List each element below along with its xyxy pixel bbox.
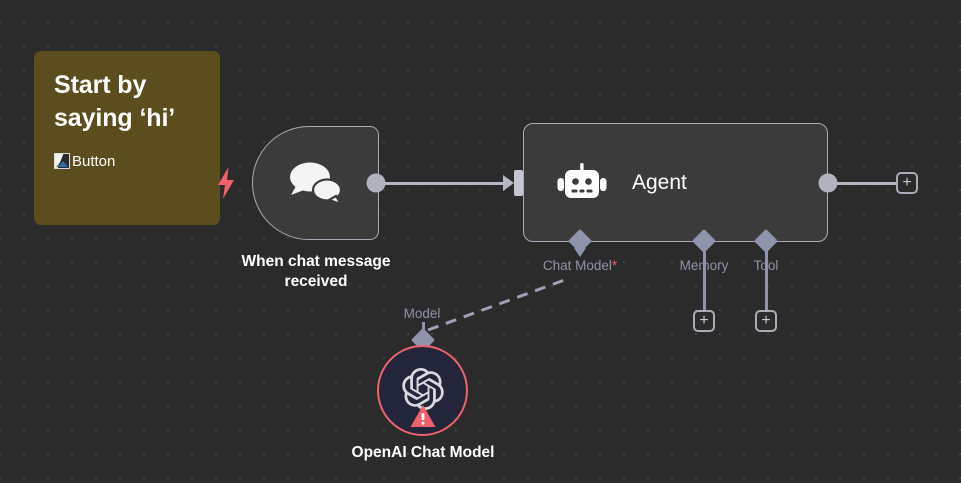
broken-image-icon bbox=[54, 153, 70, 169]
add-node-button-tool[interactable]: + bbox=[755, 310, 777, 332]
chat-bubbles-icon bbox=[286, 160, 346, 207]
agent-sub-connector-chat-model-tip bbox=[574, 248, 586, 257]
agent-output-port[interactable] bbox=[818, 173, 838, 193]
agent-sub-label-chat-model: Chat Model* bbox=[542, 258, 618, 273]
add-node-button-memory[interactable]: + bbox=[693, 310, 715, 332]
node-caption-openai-chat-model: OpenAI Chat Model bbox=[351, 444, 495, 461]
node-openai-chat-model[interactable] bbox=[377, 345, 468, 436]
sticky-note-body: Button bbox=[54, 153, 202, 169]
sticky-note[interactable]: Start by saying ‘hi’ Button bbox=[34, 51, 220, 225]
node-title-agent: Agent bbox=[632, 170, 687, 194]
connection-arrow-agent-input bbox=[503, 175, 514, 191]
node-agent[interactable]: Agent bbox=[523, 123, 828, 242]
robot-icon bbox=[556, 162, 608, 203]
sticky-note-title: Start by saying ‘hi’ bbox=[54, 71, 176, 132]
warning-triangle-icon bbox=[410, 404, 436, 428]
connection-tool-stub[interactable] bbox=[765, 250, 768, 310]
trigger-output-port[interactable] bbox=[366, 173, 386, 193]
node-caption-chat-trigger: When chat message received bbox=[241, 253, 391, 291]
openai-port-label-model: Model bbox=[403, 306, 441, 321]
openai-logo-icon bbox=[401, 367, 444, 410]
node-when-chat-message-received[interactable] bbox=[252, 126, 379, 240]
agent-input-port[interactable] bbox=[514, 170, 523, 196]
connection-memory-stub[interactable] bbox=[703, 250, 706, 310]
lightning-bolt-icon bbox=[216, 167, 236, 199]
sticky-note-image-alt: Button bbox=[72, 152, 116, 170]
connection-agent-output[interactable] bbox=[834, 182, 896, 185]
connection-trigger-to-agent[interactable] bbox=[382, 182, 507, 185]
add-node-button-agent-output[interactable]: + bbox=[896, 172, 918, 194]
